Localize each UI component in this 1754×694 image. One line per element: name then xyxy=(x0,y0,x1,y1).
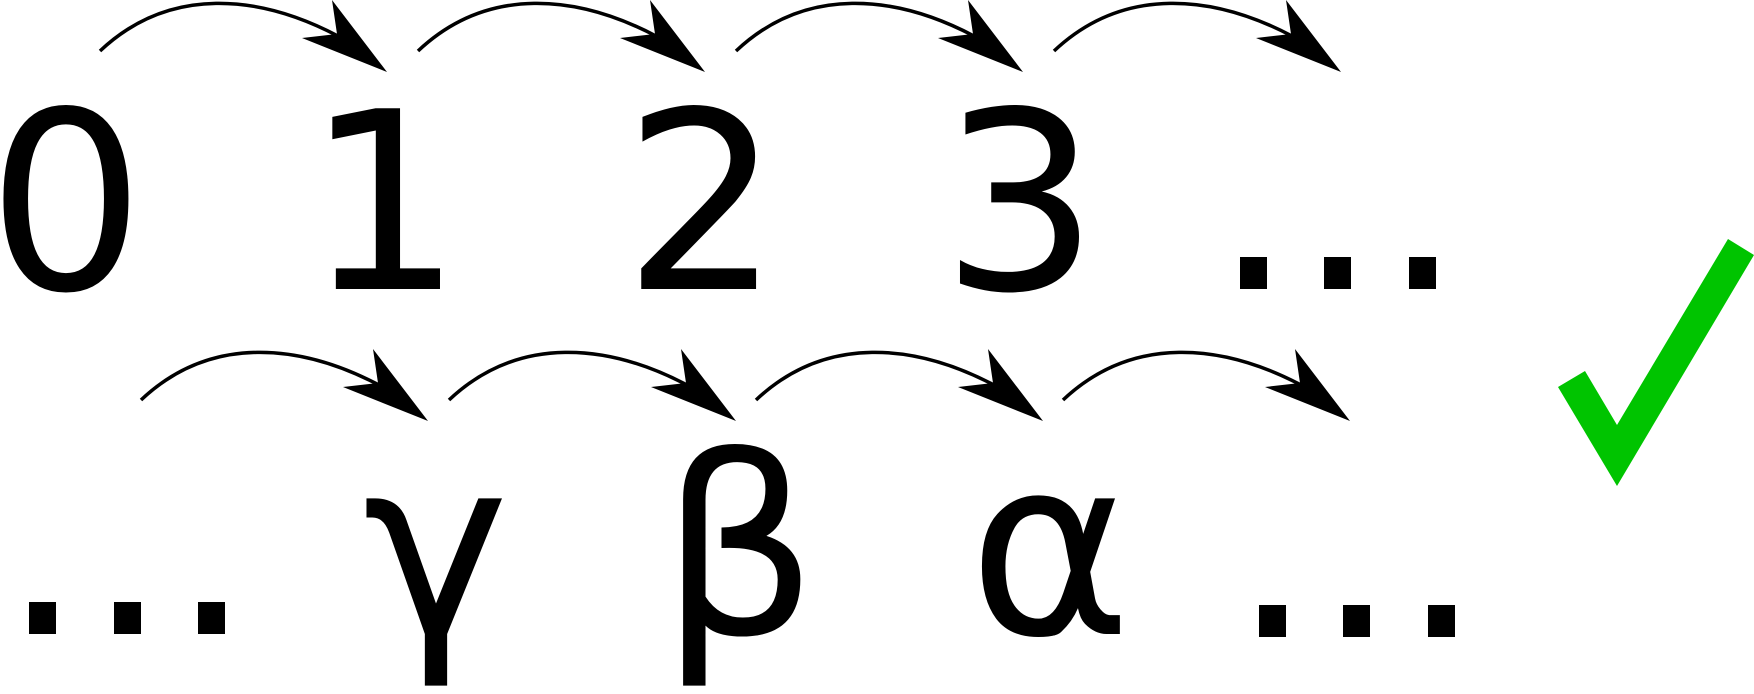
top-arrow-row xyxy=(98,0,1341,72)
arrow-dots-to-gamma xyxy=(139,349,428,421)
arrow-1-to-2 xyxy=(416,0,705,72)
bottom-leading-ellipsis xyxy=(29,602,225,634)
top-item-3: 3 xyxy=(941,60,1099,348)
checkmark-icon xyxy=(1558,239,1754,486)
arrow-0-to-1 xyxy=(98,0,387,72)
top-item-0: 0 xyxy=(0,60,145,348)
bottom-item-gamma: γ xyxy=(363,405,510,693)
arrow-beta-to-alpha xyxy=(754,349,1043,421)
arrow-3-to-next xyxy=(1052,0,1341,72)
bottom-arrow-row xyxy=(139,349,1350,421)
top-sequence: 0 1 2 3 xyxy=(0,60,1099,348)
bottom-item-alpha: α xyxy=(968,405,1131,693)
bottom-trailing-ellipsis xyxy=(1259,605,1455,637)
arrow-2-to-3 xyxy=(734,0,1023,72)
top-ellipsis xyxy=(1240,257,1436,289)
top-item-2: 2 xyxy=(623,60,781,348)
top-item-1: 1 xyxy=(305,60,463,348)
arrow-alpha-to-dots xyxy=(1061,349,1350,421)
bottom-sequence: γ β α xyxy=(363,405,1132,693)
bottom-item-beta: β xyxy=(660,405,818,693)
arrow-gamma-to-beta xyxy=(447,349,736,421)
